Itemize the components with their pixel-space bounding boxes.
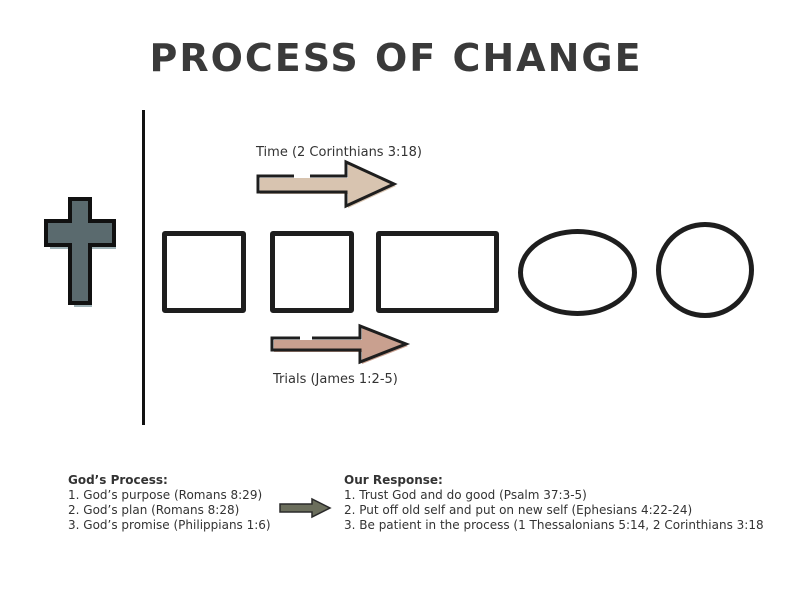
square-shape-2 [270, 231, 354, 313]
gods-process-item: 1. God’s purpose (Romans 8:29) [68, 488, 263, 502]
our-response-item: 3. Be patient in the process (1 Thessalo… [344, 518, 764, 532]
square-shape-1 [162, 231, 246, 313]
time-label: Time (2 Corinthians 3:18) [256, 145, 422, 160]
oval-shape [518, 229, 637, 316]
connector-arrow-icon [279, 497, 332, 519]
cross-icon [44, 197, 116, 307]
gods-process-item: 2. God’s plan (Romans 8:28) [68, 503, 240, 517]
trials-arrow-icon [270, 323, 411, 365]
circle-shape [656, 222, 754, 318]
rectangle-shape [376, 231, 499, 313]
our-response-heading: Our Response: [344, 473, 443, 487]
our-response-item: 2. Put off old self and put on new self … [344, 503, 693, 517]
divider-line [142, 110, 145, 425]
time-arrow-icon [256, 159, 398, 209]
our-response-list: Our Response: 1. Trust God and do good (… [344, 473, 764, 533]
our-response-item: 1. Trust God and do good (Psalm 37:3-5) [344, 488, 587, 502]
trials-label: Trials (James 1:2-5) [273, 372, 398, 387]
gods-process-item: 3. God’s promise (Philippians 1:6) [68, 518, 271, 532]
gods-process-list: God’s Process: 1. God’s purpose (Romans … [68, 473, 271, 533]
gods-process-heading: God’s Process: [68, 473, 168, 487]
page-title: PROCESS OF CHANGE [149, 36, 643, 80]
